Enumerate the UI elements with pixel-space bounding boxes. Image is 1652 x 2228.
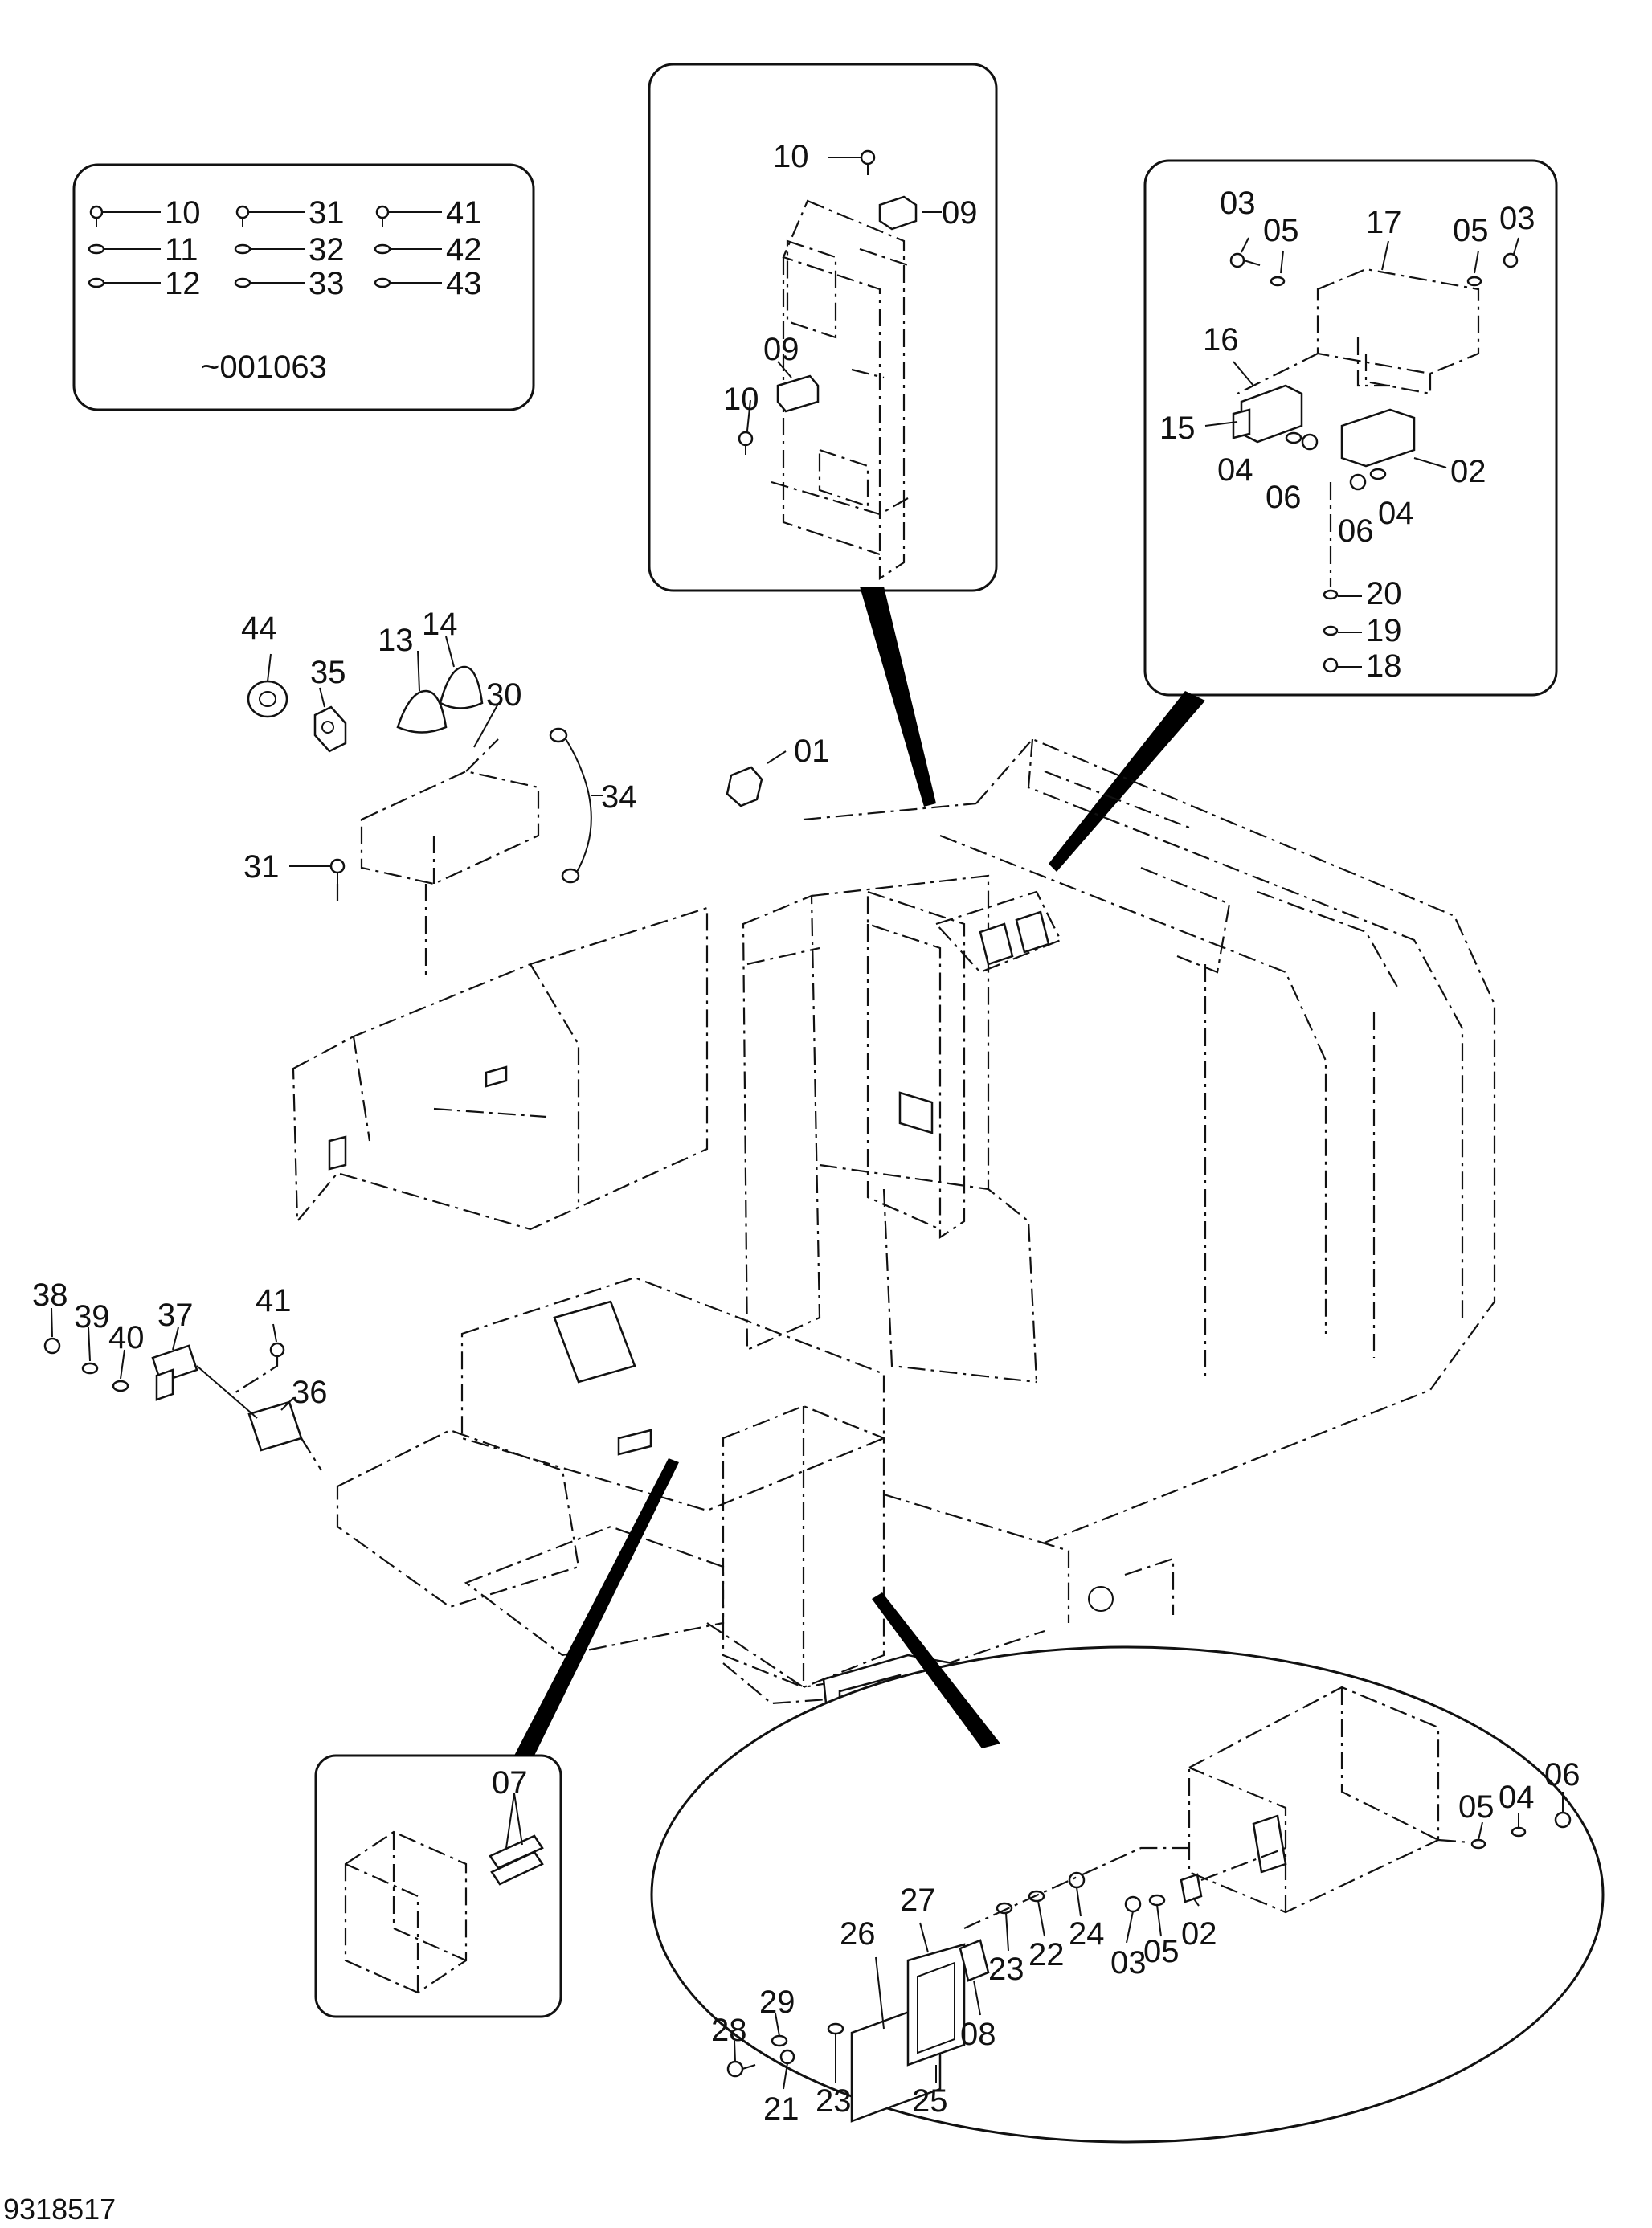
callout-44: 44 — [241, 611, 277, 646]
detail-lower-box: 28 29 21 23 26 27 25 08 23 22 24 03 05 0… — [650, 1645, 1605, 2144]
detail-sensor-box: 07 — [314, 1754, 562, 2018]
callout-23: 23 — [816, 2083, 852, 2119]
callout-19: 19 — [1366, 613, 1402, 648]
detail-pointer — [1049, 691, 1205, 872]
plug-part: 01 — [726, 734, 830, 807]
callout-06: 06 — [1338, 513, 1374, 549]
callout-01: 01 — [794, 734, 830, 769]
callout-05: 05 — [1453, 213, 1489, 248]
callout-28: 28 — [711, 2013, 747, 2048]
callout-26: 26 — [840, 1916, 876, 1952]
callout-04: 04 — [1378, 496, 1414, 531]
detail-pointer — [872, 1592, 1000, 1748]
callout-34: 34 — [601, 779, 637, 815]
legend-cell: 31 — [309, 195, 345, 231]
callout-24: 24 — [1069, 1916, 1105, 1952]
callout-05: 05 — [1263, 213, 1299, 248]
detail-pointer — [860, 587, 936, 807]
callout-02: 02 — [1181, 1916, 1217, 1952]
callout-16: 16 — [1203, 322, 1239, 358]
callout-06: 06 — [1544, 1757, 1580, 1793]
washer-icon — [88, 243, 391, 288]
callout-20: 20 — [1366, 576, 1402, 611]
callout-31: 31 — [243, 849, 280, 885]
bolt-icon — [89, 205, 390, 227]
callout-02: 02 — [1450, 454, 1486, 489]
callout-10: 10 — [723, 382, 759, 417]
callout-40: 40 — [108, 1320, 145, 1355]
switch-box-assembly: 44 35 13 14 30 34 31 — [241, 607, 637, 980]
main-assembly — [292, 738, 1496, 1737]
callout-13: 13 — [378, 623, 414, 658]
callout-37: 37 — [157, 1298, 194, 1333]
callout-30: 30 — [486, 677, 522, 713]
callout-27: 27 — [900, 1883, 936, 1918]
callout-03: 03 — [1220, 186, 1256, 221]
legend-cell: 10 — [165, 195, 201, 231]
legend-cell: 33 — [309, 266, 345, 301]
detail-relay-box: 03 05 17 05 03 16 15 04 06 02 06 04 20 1… — [1143, 159, 1558, 697]
callout-17: 17 — [1366, 205, 1402, 240]
callout-03: 03 — [1499, 201, 1535, 236]
callout-25: 25 — [912, 2083, 948, 2119]
callout-04: 04 — [1499, 1780, 1535, 1815]
callout-10: 10 — [773, 139, 809, 174]
callout-39: 39 — [74, 1299, 110, 1335]
callout-09: 09 — [942, 195, 978, 231]
callout-29: 29 — [759, 1985, 795, 2020]
callout-35: 35 — [310, 655, 346, 690]
callout-22: 22 — [1028, 1937, 1065, 1972]
callout-03: 03 — [1110, 1945, 1147, 1981]
callout-07: 07 — [492, 1765, 528, 1801]
callout-05: 05 — [1143, 1934, 1180, 1969]
legend-cell: 42 — [446, 232, 482, 268]
legend-cell: 43 — [446, 266, 482, 301]
legend-cell: 11 — [165, 232, 198, 268]
callout-41: 41 — [256, 1283, 292, 1318]
legend-cell: 32 — [309, 232, 345, 268]
callout-04: 04 — [1217, 452, 1253, 488]
serial-range: ~001063 — [201, 350, 327, 385]
callout-06: 06 — [1266, 480, 1302, 515]
callout-18: 18 — [1366, 648, 1402, 684]
callout-21: 21 — [763, 2091, 799, 2127]
callout-14: 14 — [422, 607, 458, 642]
legend-cell: 12 — [165, 266, 201, 301]
callout-08: 08 — [960, 2017, 996, 2052]
callout-15: 15 — [1159, 411, 1196, 446]
callout-36: 36 — [292, 1375, 328, 1410]
limit-switch-assembly: 38 39 40 37 41 36 — [32, 1278, 328, 1471]
fastener-legend: 10 31 41 11 32 42 12 33 43 ~001063 — [72, 163, 535, 411]
callout-38: 38 — [32, 1278, 68, 1313]
callout-09: 09 — [763, 332, 799, 367]
detail-pointer — [514, 1458, 679, 1756]
drawing-number: 9318517 — [3, 2193, 116, 2226]
legend-cell: 41 — [446, 195, 482, 231]
callout-05: 05 — [1458, 1789, 1495, 1825]
callout-23: 23 — [988, 1952, 1024, 1987]
detail-column-bracket: 10 09 09 10 — [648, 63, 998, 592]
